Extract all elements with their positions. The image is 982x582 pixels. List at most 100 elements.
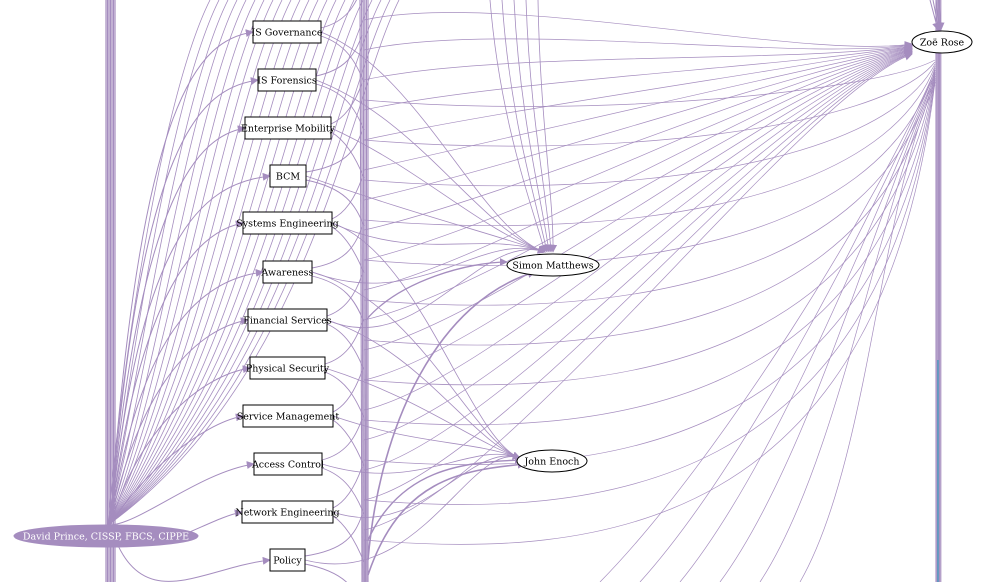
topic-label: IS Forensics: [257, 76, 317, 87]
topic-node-enterprise-mobility[interactable]: Enterprise Mobility: [241, 116, 336, 140]
edge: [525, 0, 555, 253]
edge: [363, 42, 913, 81]
person-label: Simon Matthews: [512, 261, 593, 272]
edge: [501, 0, 550, 253]
edge: [363, 77, 936, 465]
edge: [321, 451, 521, 474]
topic-node-is-forensics[interactable]: IS Forensics: [257, 68, 317, 92]
edge: [326, 323, 365, 371]
edge: [107, 0, 247, 526]
topic-node-systems-engineering[interactable]: Systems Engineering: [236, 211, 339, 235]
edge: [513, 0, 553, 253]
topic-node-is-governance[interactable]: IS Governance: [252, 20, 323, 44]
edge: [599, 69, 936, 582]
person-node-simon-matthews[interactable]: Simon Matthews: [506, 253, 600, 277]
edge: [109, 125, 246, 526]
edge: [320, 31, 546, 254]
edge: [109, 77, 259, 526]
topic-label: IS Governance: [252, 28, 323, 39]
edge: [311, 275, 365, 323]
edge: [489, 0, 547, 253]
topic-node-network-engineering[interactable]: Network Engineering: [235, 500, 340, 524]
edge: [305, 175, 546, 254]
edge: [330, 127, 546, 254]
topic-node-policy[interactable]: Policy: [269, 548, 306, 572]
edge: [331, 226, 365, 274]
edge: [363, 50, 913, 441]
edge: [332, 370, 363, 413]
edge: [321, 418, 363, 461]
topic-node-physical-security[interactable]: Physical Security: [246, 356, 330, 380]
topic-label: Physical Security: [246, 364, 330, 375]
edge: [107, 0, 229, 526]
edge: [107, 0, 211, 526]
topic-node-awareness[interactable]: Awareness: [261, 260, 314, 284]
topic-node-financial-services[interactable]: Financial Services: [243, 308, 332, 332]
edge: [109, 268, 264, 526]
edge: [679, 75, 936, 582]
edge: [362, 0, 365, 582]
edge: [315, 83, 365, 131]
edge: [107, 0, 256, 526]
topic-label: Access Control: [251, 460, 324, 471]
edge: [639, 72, 936, 582]
edge: [320, 0, 357, 29]
edge: [305, 130, 363, 173]
edge: [107, 0, 400, 526]
topic-label: Financial Services: [243, 316, 332, 327]
edge: [364, 0, 367, 582]
edge: [363, 79, 936, 505]
edge: [332, 515, 365, 563]
edge: [363, 71, 936, 346]
person-node-john-enoch[interactable]: John Enoch: [516, 449, 588, 473]
edge: [799, 84, 936, 582]
edge: [367, 456, 523, 541]
topic-label: BCM: [276, 172, 300, 183]
person-label: John Enoch: [524, 457, 580, 468]
edge: [107, 0, 382, 526]
edge: [107, 0, 265, 526]
edge: [326, 319, 521, 460]
topic-node-bcm[interactable]: BCM: [269, 164, 307, 188]
edge: [107, 0, 328, 526]
edge: [107, 0, 301, 526]
edge: [311, 226, 363, 269]
edges-layer: [105, 0, 945, 582]
edge: [719, 78, 936, 582]
edge: [363, 38, 913, 51]
edge: [363, 43, 913, 141]
edge: [324, 367, 521, 460]
topic-label: Enterprise Mobility: [241, 124, 336, 135]
topic-label: Policy: [273, 556, 302, 567]
edge: [331, 222, 521, 460]
edge: [311, 271, 521, 460]
edge: [363, 61, 936, 147]
edge: [936, 0, 945, 31]
topic-node-service-management[interactable]: Service Management: [237, 404, 340, 428]
edge: [107, 0, 238, 526]
edge: [363, 51, 913, 471]
edge: [321, 467, 365, 515]
edge: [537, 0, 558, 253]
edge: [107, 0, 364, 526]
edge: [326, 245, 546, 328]
edge: [109, 29, 254, 526]
edge: [332, 419, 365, 467]
topic-node-access-control[interactable]: Access Control: [251, 452, 324, 476]
edge: [363, 67, 936, 266]
edge: [363, 81, 936, 545]
edge: [365, 258, 508, 321]
edge: [305, 179, 365, 227]
edge: [759, 81, 936, 582]
edge: [363, 52, 913, 531]
edge: [363, 43, 913, 111]
topic-label: Awareness: [261, 268, 314, 279]
person-node-zoe-rose[interactable]: Zoë Rose: [911, 30, 973, 54]
edge: [326, 274, 363, 317]
edge: [361, 0, 364, 582]
edge: [363, 48, 913, 351]
source-node-david-prince[interactable]: David Prince, CISSP, FBCS, CIPPE: [13, 524, 199, 548]
edge: [107, 0, 274, 526]
edge: [363, 52, 913, 501]
edge: [363, 44, 913, 171]
